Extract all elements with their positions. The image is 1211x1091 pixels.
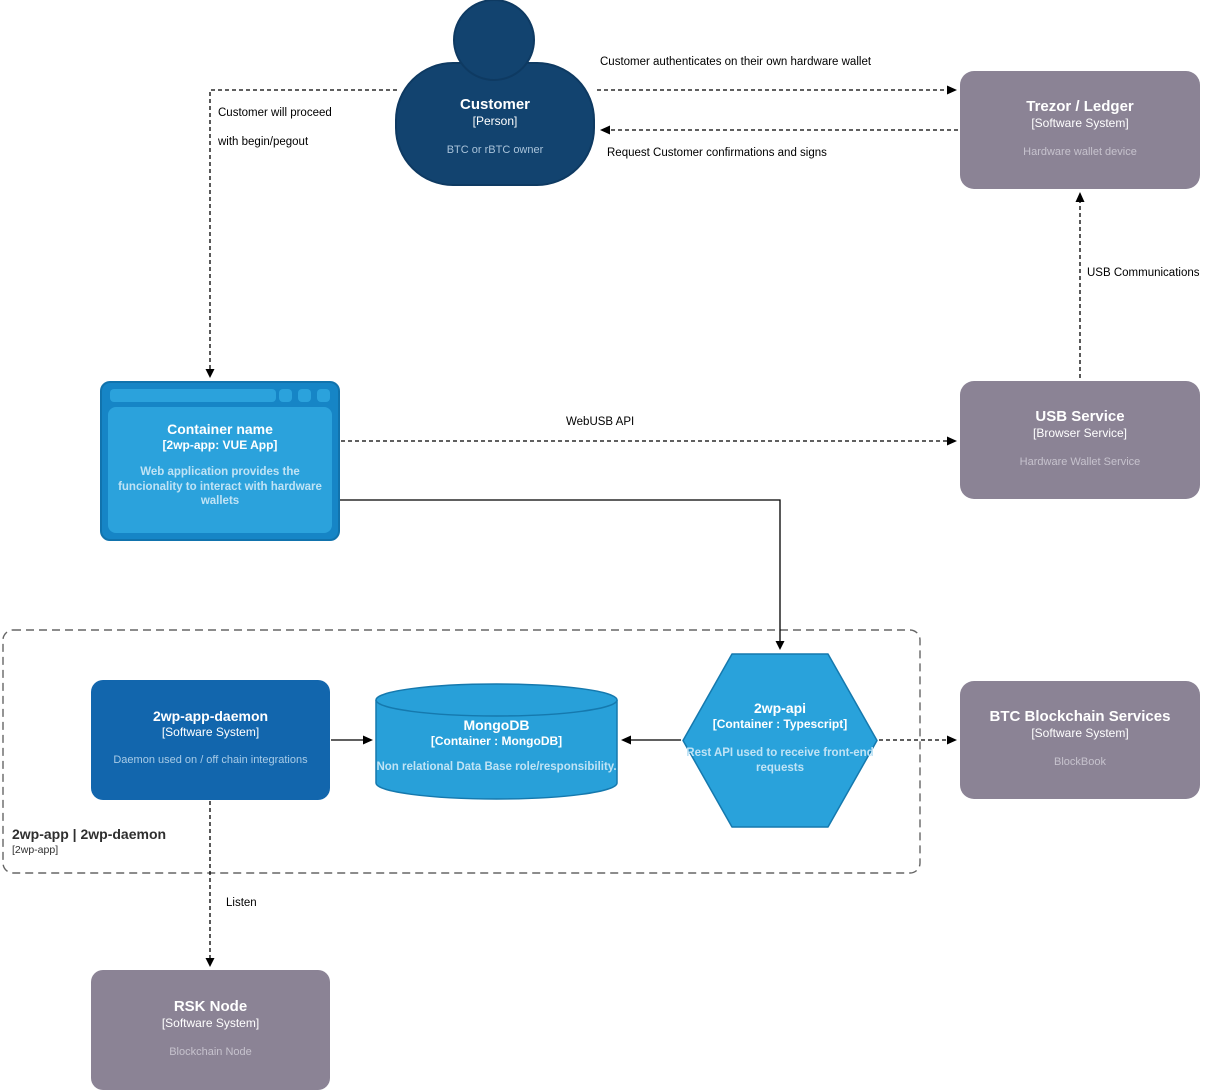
node-mongodb[interactable]: MongoDB [Container : MongoDB] Non relati… [375,683,618,800]
btc-desc: BlockBook [1054,755,1106,768]
customer-person-head-icon [453,0,535,81]
usb-service-subtitle: [Browser Service] [1032,426,1128,440]
webapp-subtitle: [2wp-app: VUE App] [162,437,278,452]
customer-desc: BTC or rBTC owner [446,143,544,156]
mongodb-subtitle: [Container : MongoDB] [430,733,563,748]
edge-label-authenticate: Customer authenticates on their own hard… [600,56,872,68]
browser-button-icon [317,389,330,402]
daemon-title: 2wp-app-daemon [152,708,269,724]
api-desc: Rest API used to receive front-end reque… [686,747,874,774]
node-2wp-app-daemon[interactable]: 2wp-app-daemon [Software System] Daemon … [91,680,330,800]
edge-label-proceed-line1: Customer will proceed [218,107,332,119]
rsk-desc: Blockchain Node [169,1045,252,1058]
daemon-subtitle: [Software System] [161,724,260,739]
edge-label-proceed-line2: with begin/pegout [218,136,309,148]
daemon-desc: Daemon used on / off chain integrations [113,754,308,767]
node-2wp-api[interactable]: 2wp-api [Container : Typescript] Rest AP… [682,653,878,828]
boundary-label: 2wp-app | 2wp-daemon [2wp-app] [12,826,166,856]
webapp-desc: Web application provides the funcionalit… [118,466,322,508]
boundary-title: 2wp-app | 2wp-daemon [12,826,167,842]
node-webapp-container[interactable]: Container name [2wp-app: VUE App] Web ap… [100,381,340,541]
node-usb-service[interactable]: USB Service [Browser Service] Hardware W… [960,381,1200,499]
boundary-subtitle: [2wp-app] [12,844,59,856]
node-customer[interactable]: Customer [Person] BTC or rBTC owner [395,62,595,186]
api-subtitle: [Container : Typescript] [712,716,848,731]
edge-label-webusb: WebUSB API [566,416,635,428]
browser-address-bar [110,389,276,402]
edge-label-listen: Listen [226,897,257,909]
node-rsk-node[interactable]: RSK Node [Software System] Blockchain No… [91,970,330,1090]
browser-button-icon [298,389,311,402]
mongodb-desc: Non relational Data Base role/responsibi… [376,761,617,774]
btc-subtitle: [Software System] [1031,726,1129,740]
api-title: 2wp-api [753,700,807,716]
btc-title: BTC Blockchain Services [989,708,1171,725]
trezor-subtitle: [Software System] [1031,116,1129,130]
rsk-subtitle: [Software System] [161,1016,260,1030]
trezor-desc: Hardware wallet device [1023,145,1137,158]
mongodb-title: MongoDB [463,717,530,733]
node-btc-blockchain-services[interactable]: BTC Blockchain Services [Software System… [960,681,1200,799]
browser-button-icon [279,389,292,402]
webapp-title: Container name [167,421,273,437]
usb-service-title: USB Service [1035,408,1125,425]
browser-chrome-bar [102,383,338,407]
trezor-title: Trezor / Ledger [1026,98,1134,115]
webapp-content: Container name [2wp-app: VUE App] Web ap… [108,407,332,533]
edge-label-usb-communications: USB Communications [1087,267,1200,279]
node-trezor-ledger[interactable]: Trezor / Ledger [Software System] Hardwa… [960,71,1200,189]
customer-title: Customer [459,96,530,113]
edge-label-confirmations: Request Customer confirmations and signs [607,147,827,159]
usb-service-desc: Hardware Wallet Service [1019,455,1141,468]
customer-subtitle: [Person] [472,114,518,128]
rsk-title: RSK Node [173,998,248,1015]
